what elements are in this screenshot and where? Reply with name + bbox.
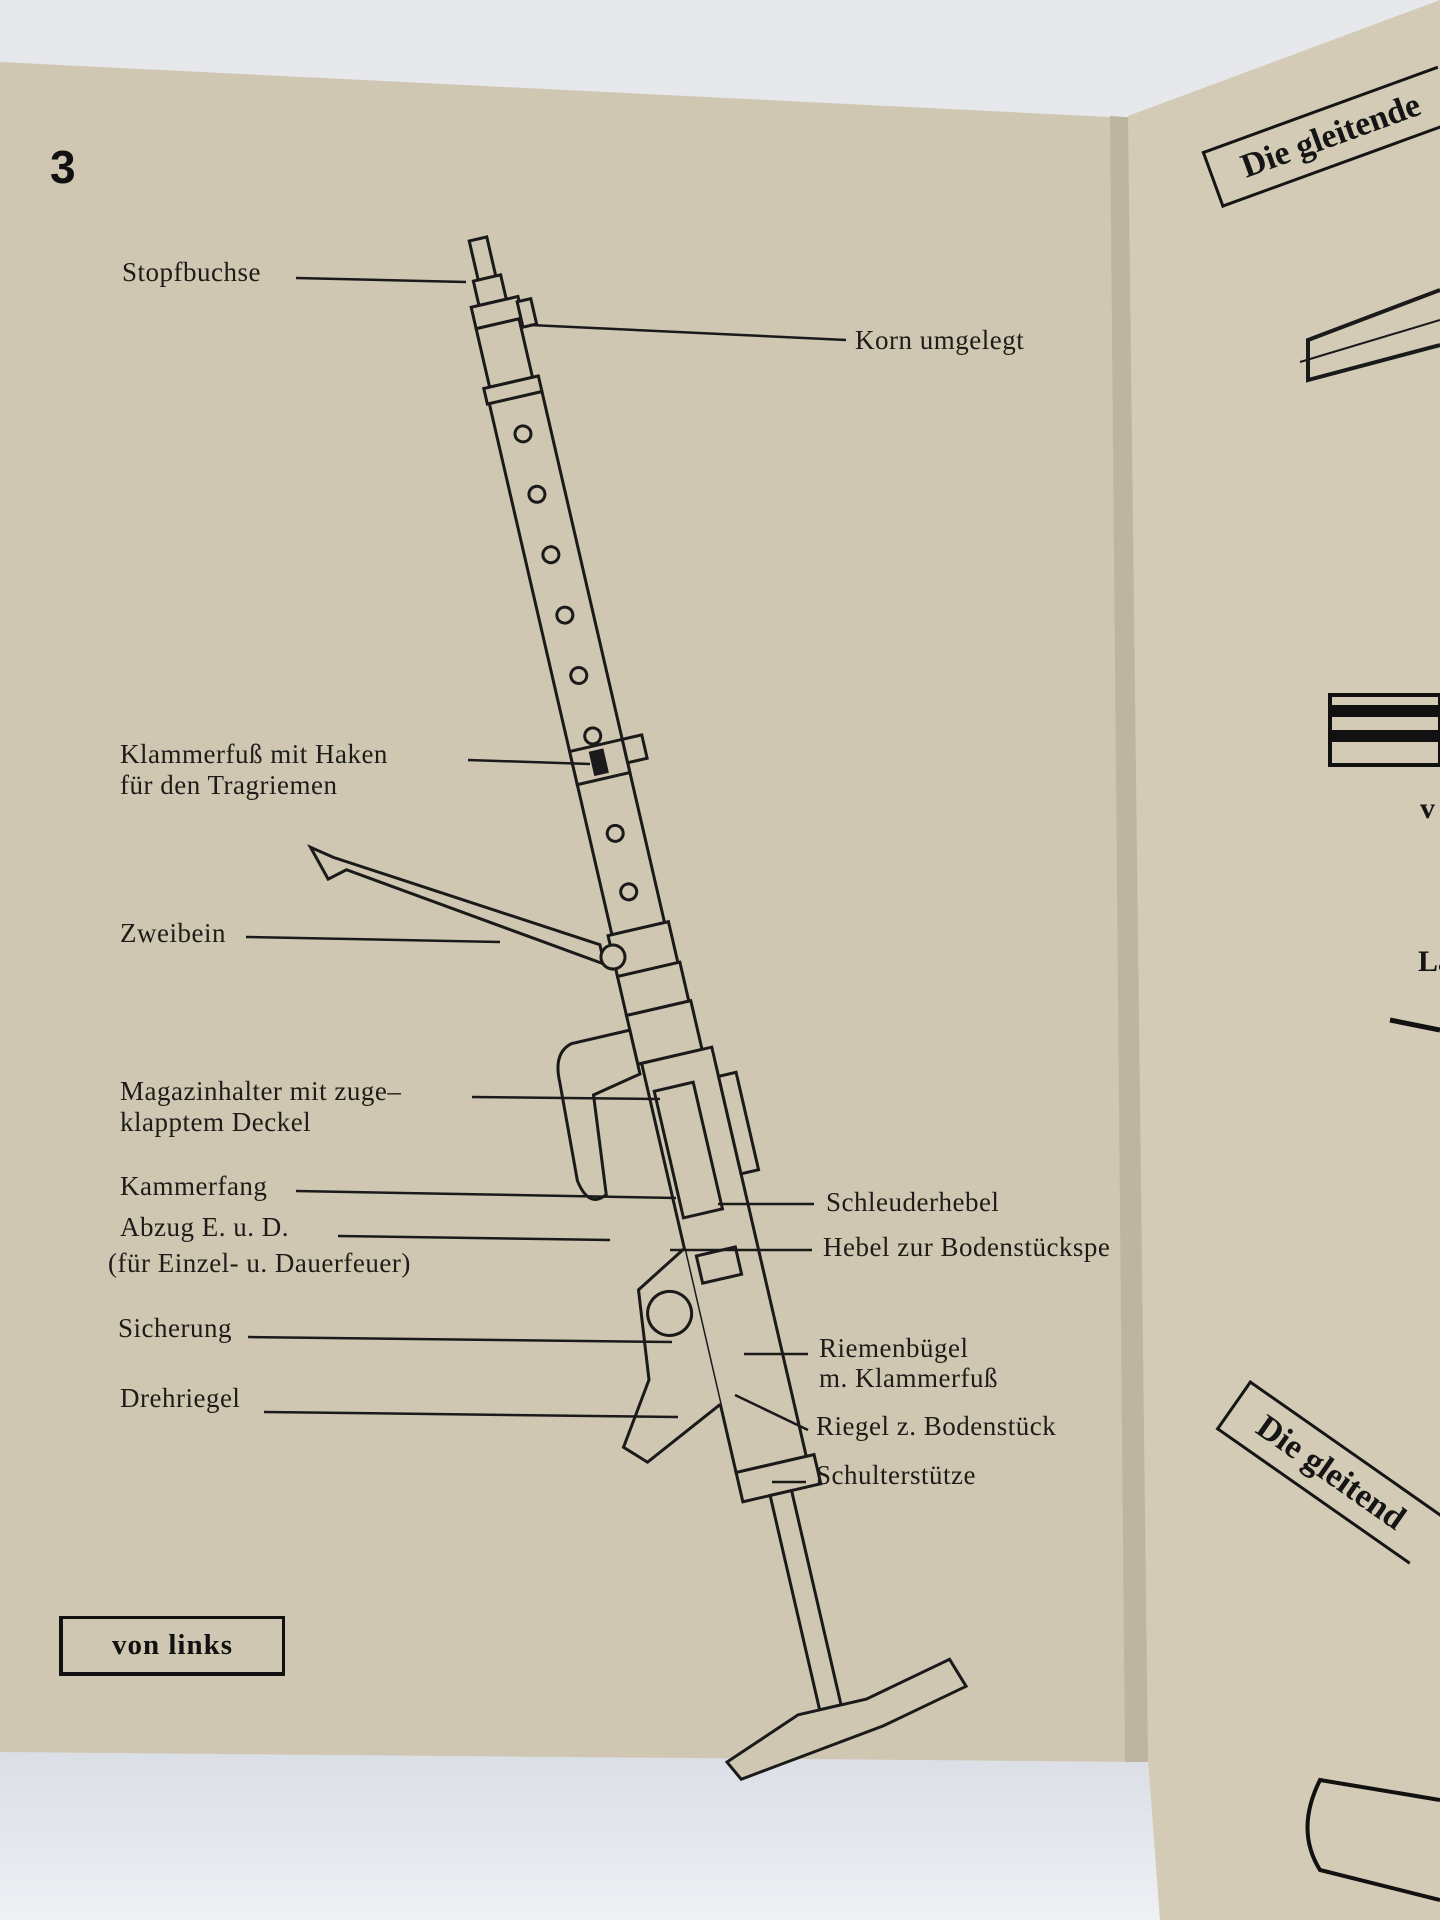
- label-klammerfuss-line2: für den Tragriemen: [120, 770, 338, 800]
- label-riegel: Riegel z. Bodenstück: [816, 1411, 1057, 1441]
- label-riemenbuegel-line1: Riemenbügel: [819, 1333, 969, 1363]
- label-klammerfuss-line1: Klammerfuß mit Haken: [120, 739, 388, 769]
- grip: [621, 1247, 722, 1465]
- facing-diagram-bar-mid: [1328, 693, 1440, 767]
- label-magazinhalter-line2: klapptem Deckel: [120, 1107, 312, 1137]
- magazine-bracket: [556, 1028, 642, 1201]
- left-page: [0, 62, 1142, 1762]
- facing-diagram-bracket: [1389, 1017, 1440, 1033]
- label-schleuderhebel: Schleuderhebel: [826, 1187, 1000, 1217]
- label-riemenbuegel-line2: m. Klammerfuß: [819, 1363, 998, 1393]
- korn-part: [515, 296, 539, 329]
- leader-lines: [245, 276, 847, 1484]
- page-number: 3: [50, 141, 76, 193]
- label-magazinhalter-line1: Magazinhalter mit zuge–: [120, 1076, 402, 1106]
- right-page: [1128, 0, 1440, 1920]
- label-abzug-line1: Abzug E. u. D.: [120, 1212, 289, 1242]
- label-abzug-line2: (für Einzel- u. Dauerfeuer): [108, 1248, 411, 1278]
- cooling-holes: [513, 424, 639, 902]
- facing-fragment-v: v: [1420, 792, 1435, 825]
- label-schulterstuetze: Schulterstütze: [816, 1460, 976, 1490]
- label-kammerfang: Kammerfang: [120, 1171, 268, 1201]
- magazinhalter-part: [652, 1080, 725, 1220]
- butt-plate: [724, 1657, 969, 1782]
- label-hebel-bodenstueck: Hebel zur Bodenstückspe: [823, 1232, 1111, 1262]
- view-label-box: von links: [59, 1616, 285, 1676]
- label-korn: Korn umgelegt: [855, 325, 1025, 355]
- facing-fragment-la: La: [1418, 945, 1440, 978]
- label-zweibein: Zweibein: [120, 918, 226, 948]
- facing-diagram-bottom: [1305, 1777, 1440, 1902]
- label-drehriegel: Drehriegel: [120, 1383, 241, 1413]
- facing-diagram-bar-top: [1299, 288, 1440, 383]
- label-sicherung: Sicherung: [118, 1313, 232, 1343]
- abzug-part: [646, 1289, 694, 1337]
- mg-diagram: [307, 235, 969, 1782]
- label-stopfbuchse: Stopfbuchse: [122, 257, 261, 287]
